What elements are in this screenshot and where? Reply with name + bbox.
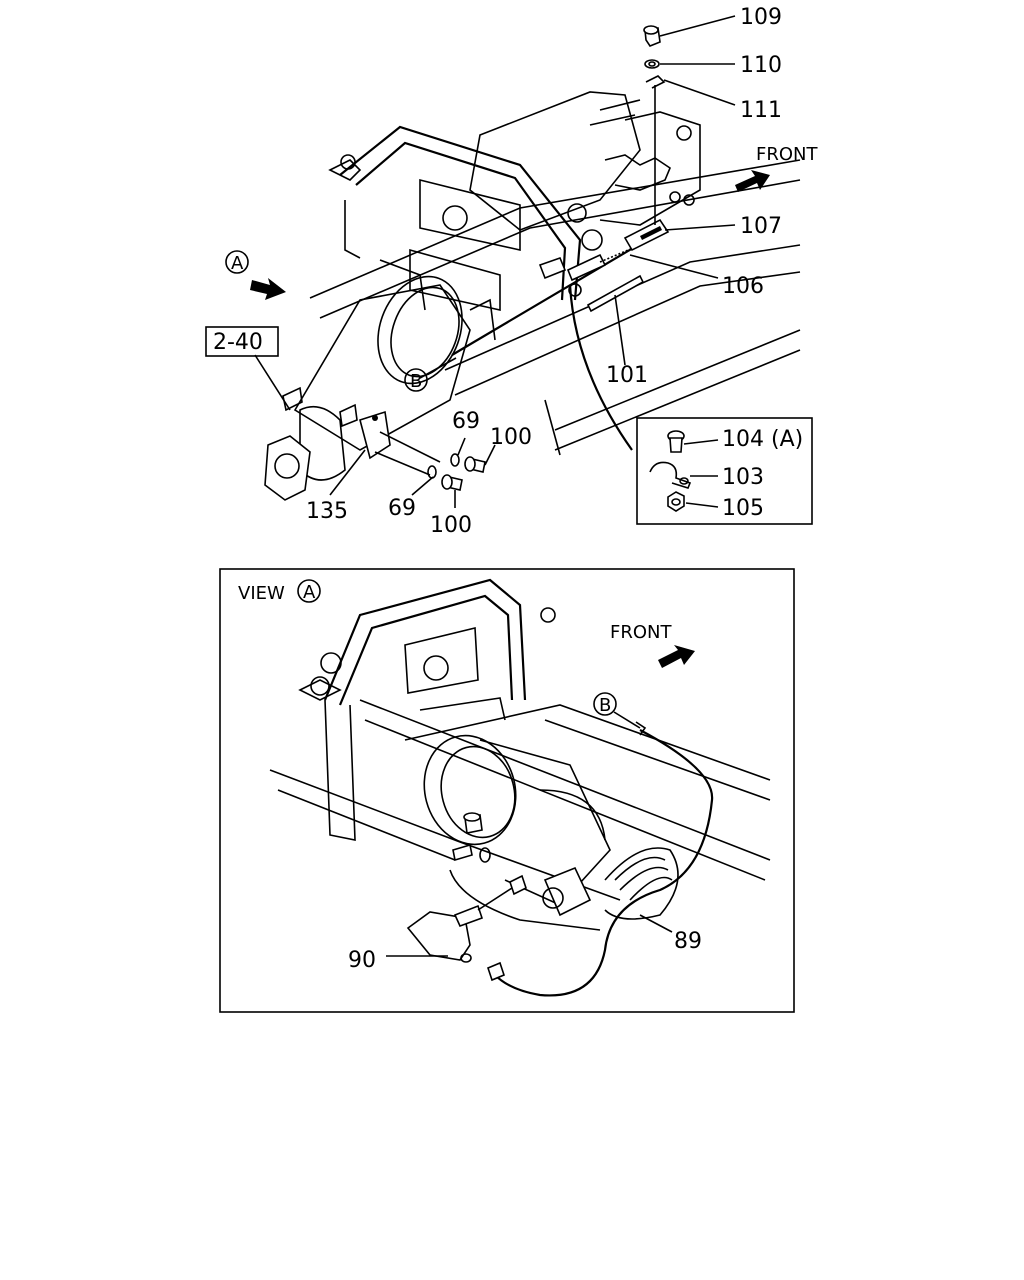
callout-69-upper: 69 <box>452 409 480 434</box>
engine-block <box>469 91 701 231</box>
speed-sensor-90 <box>406 874 527 963</box>
callout-100-lower: 100 <box>430 513 472 538</box>
view-a-frame <box>219 568 795 1013</box>
bolt-109 <box>643 25 661 47</box>
transmission <box>264 259 496 501</box>
cable-b-marker-upper <box>404 368 428 392</box>
view-marker-upper-text: A <box>231 253 244 274</box>
inset-callout-104: 104 (A) <box>722 427 803 452</box>
inset-detail-box <box>636 417 813 525</box>
callout-107: 107 <box>740 214 782 239</box>
callout-90: 90 <box>348 948 376 973</box>
cable-b-marker-lower <box>593 692 617 716</box>
frame-rails-lower <box>269 699 771 931</box>
cable-b-marker-lower-text: B <box>599 695 611 716</box>
callout-100-upper: 100 <box>490 425 532 450</box>
callout-135: 135 <box>306 499 348 524</box>
callout-106: 106 <box>722 274 764 299</box>
view-title-marker: A <box>303 582 316 603</box>
washer-110 <box>644 59 660 69</box>
view-a-marker-upper <box>225 250 249 274</box>
crossmember-lower <box>298 578 556 841</box>
callout-110: 110 <box>740 53 782 78</box>
transmission-lower <box>423 734 679 920</box>
view-a-marker-lower <box>297 579 321 603</box>
clip-111 <box>645 75 666 225</box>
callout-89: 89 <box>674 929 702 954</box>
view-a-arrow <box>250 278 286 300</box>
clamp-103 <box>649 461 718 489</box>
front-label-lower: FRONT <box>610 622 672 643</box>
crossmember <box>328 125 603 311</box>
washer-69-upper <box>450 453 460 467</box>
lower-view: VIEW A FRONT B 90 89 <box>219 568 795 1013</box>
cable-89 <box>487 721 714 997</box>
upper-view: 109 110 111 FRONT 107 106 101 A 2-40 B 6… <box>205 5 818 538</box>
front-arrow-upper <box>735 170 770 192</box>
cable-b-marker-upper-text: B <box>410 371 422 392</box>
bolt-100-lower <box>441 474 463 491</box>
ref-box-text: 2-40 <box>213 330 263 355</box>
nut-105 <box>667 491 719 512</box>
ref-box-2-40 <box>205 326 279 357</box>
view-title: VIEW <box>238 583 285 604</box>
bolt-100-upper <box>464 456 486 473</box>
bolt-104 <box>667 430 719 453</box>
frame-rails <box>309 159 801 456</box>
callout-101: 101 <box>606 363 648 388</box>
callout-111: 111 <box>740 98 782 123</box>
inset-callout-105: 105 <box>722 496 764 521</box>
inset-callout-103: 103 <box>722 465 764 490</box>
callout-109: 109 <box>740 5 782 30</box>
front-label-upper: FRONT <box>756 144 818 165</box>
washer-69-lower <box>427 465 437 479</box>
callout-69-lower: 69 <box>388 496 416 521</box>
front-arrow-lower <box>658 645 695 668</box>
leader-lines-lower <box>386 711 673 957</box>
cable-assembly <box>451 218 670 451</box>
bracket-135 <box>359 410 441 476</box>
